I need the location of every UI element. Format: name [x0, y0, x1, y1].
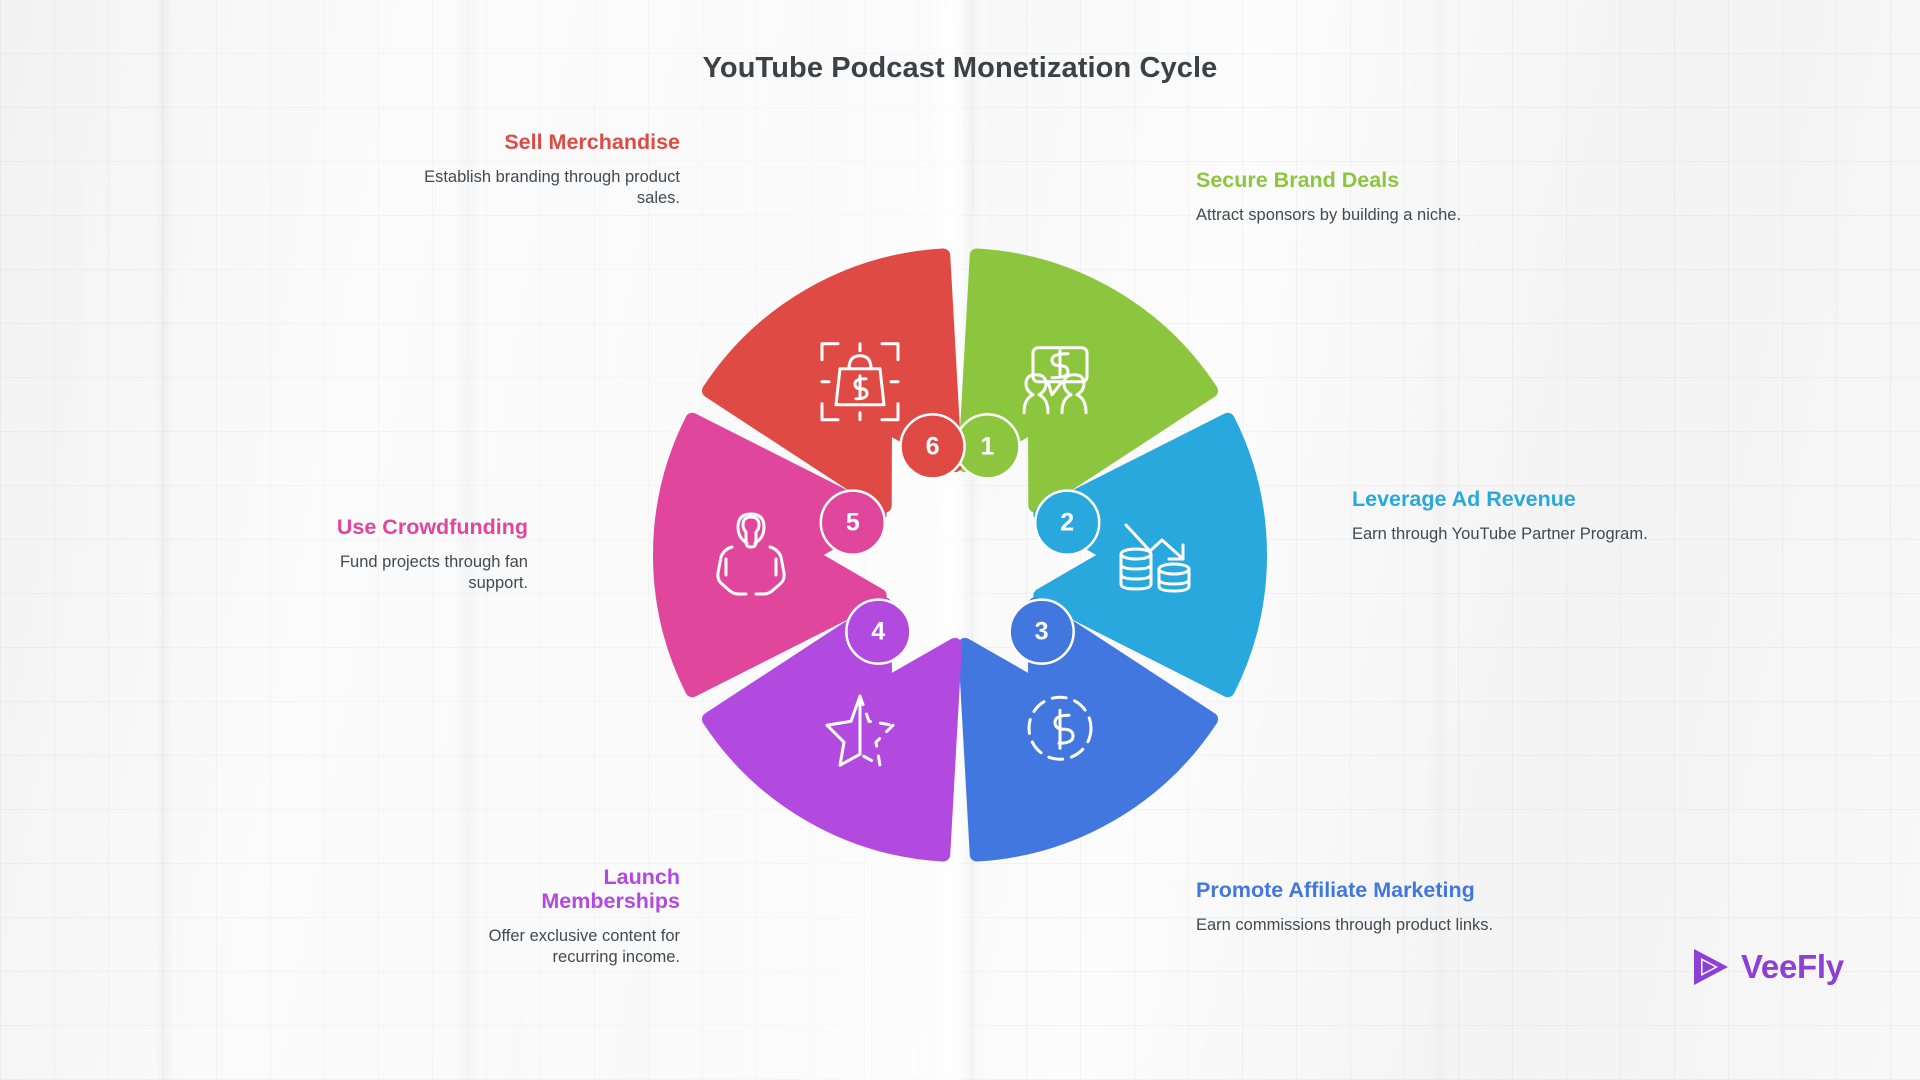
- segment-label-6: Sell Merchandise Establish branding thro…: [420, 130, 680, 209]
- monetization-cycle-wheel: 1 2 3 4 5 6: [652, 248, 1268, 862]
- segment-number: 2: [1060, 509, 1074, 537]
- wheel-segment-5[interactable]: [652, 412, 887, 698]
- segment-description-3: Earn commissions through product links.: [1196, 916, 1494, 935]
- coins-chart-arrow-icon: [1119, 523, 1191, 593]
- segment-heading-5: Use Crowdfunding: [336, 515, 528, 539]
- segment-description-1: Attract sponsors by building a niche.: [1196, 206, 1462, 225]
- segment-number: 5: [846, 509, 860, 537]
- veefly-logo[interactable]: VeeFly: [1688, 945, 1844, 989]
- wheel-segment-3[interactable]: [958, 597, 1219, 862]
- page-title: YouTube Podcast Monetization Cycle: [702, 52, 1218, 84]
- segment-heading-1: Secure Brand Deals: [1196, 168, 1400, 192]
- wheel-segment-1[interactable]: [958, 248, 1219, 513]
- dashed-dollar-coin-icon: [1027, 695, 1093, 761]
- segment-number: 1: [981, 432, 995, 460]
- segment-heading-6: Sell Merchandise: [504, 130, 680, 154]
- segment-heading-2: Leverage Ad Revenue: [1352, 487, 1576, 511]
- segment-heading-3: Promote Affiliate Marketing: [1196, 878, 1475, 902]
- wheel-badges: 1 2 3 4 5 6: [819, 413, 1101, 665]
- segment-number: 6: [926, 432, 940, 460]
- segment-number: 3: [1035, 618, 1049, 646]
- wheel-segment-6[interactable]: [701, 248, 962, 513]
- wheel-segments: [652, 248, 1268, 862]
- segment-heading-4: Launch Memberships: [541, 865, 680, 914]
- hands-supporting-person-icon: [716, 512, 786, 596]
- segment-description-2: Earn through YouTube Partner Program.: [1352, 525, 1648, 544]
- sponsorship-chat-people-icon: [1022, 346, 1089, 415]
- brand-name: VeeFly: [1741, 948, 1844, 985]
- segment-label-1: Secure Brand Deals Attract sponsors by b…: [1196, 168, 1506, 226]
- half-dashed-star-icon: [825, 694, 895, 767]
- segment-description-6: Establish branding through product sales…: [424, 168, 680, 208]
- segment-badge-6[interactable]: 6: [899, 413, 966, 480]
- play-triangle-icon: [1694, 949, 1728, 985]
- wheel-icons: [716, 342, 1191, 767]
- segment-badge-3[interactable]: 3: [1008, 598, 1075, 665]
- segment-label-3: Promote Affiliate Marketing Earn commiss…: [1196, 878, 1496, 936]
- segment-description-4: Offer exclusive content for recurring in…: [488, 927, 680, 967]
- segment-number: 4: [871, 618, 885, 646]
- segment-badge-2[interactable]: 2: [1033, 489, 1101, 556]
- segment-label-5: Use Crowdfunding Fund projects through f…: [318, 515, 528, 594]
- segment-label-2: Leverage Ad Revenue Earn through YouTube…: [1352, 487, 1652, 545]
- scan-shopping-bag-dollar-icon: [820, 342, 900, 422]
- segment-badge-5[interactable]: 5: [819, 489, 887, 556]
- segment-description-5: Fund projects through fan support.: [339, 553, 528, 593]
- segment-label-4: Launch Memberships Offer exclusive conte…: [470, 865, 680, 968]
- paper-crease: [155, 0, 173, 1080]
- segment-badge-4[interactable]: 4: [845, 598, 912, 665]
